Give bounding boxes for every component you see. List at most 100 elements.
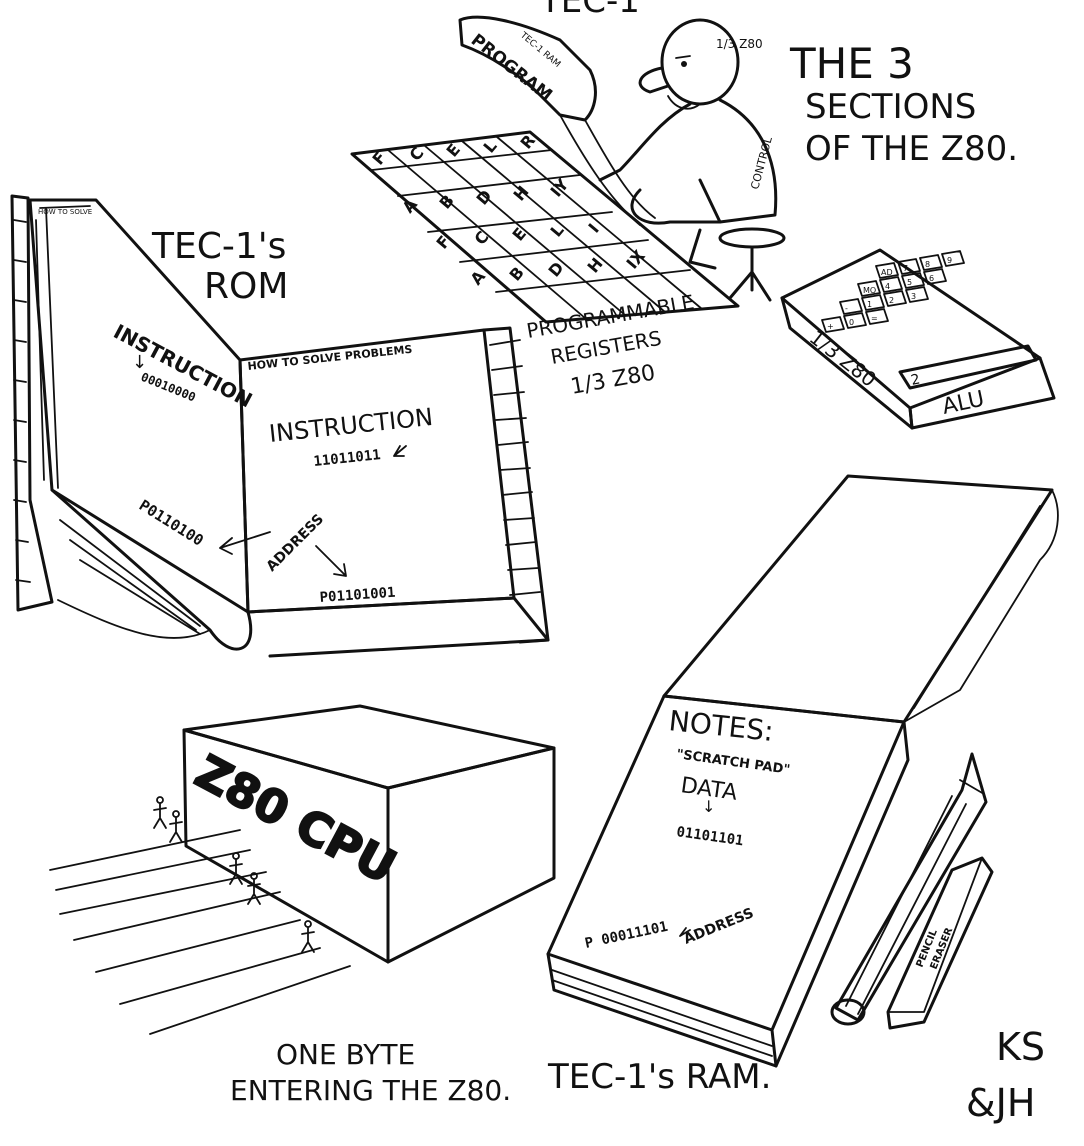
stick-figure <box>301 920 315 953</box>
alu-key <box>821 316 845 333</box>
alu-side-label: 1/3 Z80 <box>805 325 881 392</box>
ram-data-bits: 01101101 <box>675 824 744 849</box>
sections-title-line3: OF THE Z80. <box>805 129 1018 169</box>
cpu-block-label: Z80 CPU <box>187 744 405 894</box>
ram-notebook: NOTES: "SCRATCH PAD" DATA ↓ 01101101 P 0… <box>546 474 1059 1068</box>
stick-figure <box>229 852 243 885</box>
alu-key-label: 0 <box>849 318 854 327</box>
rom-right-bits: 11011011 <box>313 447 382 470</box>
program-scroll <box>458 15 597 122</box>
alu-key <box>843 312 867 329</box>
man-leg <box>688 228 717 270</box>
register-cell: E <box>509 224 531 245</box>
svg-text:↓: ↓ <box>132 352 147 373</box>
rom-right-page <box>238 328 516 614</box>
alu-key-label: 6 <box>929 274 934 283</box>
sections-title: THE 3 SECTIONS OF THE Z80. <box>789 39 1018 169</box>
alu-key <box>923 268 947 285</box>
ram-notes-label: NOTES: <box>667 704 775 748</box>
sections-title-line1: THE 3 <box>789 39 914 88</box>
register-cell: H <box>510 182 533 204</box>
alu-key-label: 7 <box>903 264 908 273</box>
rom-arrow-right <box>315 545 347 577</box>
alu-key-label: 1 <box>867 300 872 309</box>
rom-arrow-left <box>219 531 271 555</box>
rom-title-line1: TEC-1's <box>151 226 286 267</box>
cpu-caption-line1: ONE BYTE <box>276 1038 415 1071</box>
svg-text:↓: ↓ <box>702 797 715 816</box>
signature-line2: &JH <box>966 1081 1035 1125</box>
rom-address-label: ADDRESS <box>264 511 328 575</box>
z80-cpu-block: Z80 CPU ONE BYTE ENTERING THE Z80. <box>49 704 556 1107</box>
alu-key-label: AD <box>881 268 893 277</box>
alu-key-label: 3 <box>911 292 916 301</box>
notebook-flipped-page <box>662 474 1054 724</box>
alu-key <box>879 276 903 293</box>
alu-key <box>901 272 925 289</box>
alu-key <box>919 254 943 271</box>
alu-key-label: 8 <box>925 260 930 269</box>
scroll-sub-label: TEC-1 RAM <box>517 30 562 70</box>
register-cell: C <box>471 227 493 248</box>
ram-scratch-label: "SCRATCH PAD" <box>675 747 790 778</box>
ground-lines <box>49 829 351 1035</box>
rom-right-instruction: INSTRUCTION <box>268 403 435 448</box>
alu-key <box>861 294 885 311</box>
rom-left-address: P0110100 <box>136 496 207 550</box>
stool-legs <box>728 245 772 302</box>
signature-line1: KS <box>996 1025 1045 1069</box>
alu-front-face <box>908 356 1056 430</box>
stick-figure <box>247 872 261 905</box>
sections-title-line2: SECTIONS <box>805 87 976 127</box>
rom-title-line2: ROM <box>204 266 288 307</box>
register-cell: E <box>443 140 465 161</box>
rom-right-address: P01101001 <box>319 585 396 606</box>
alu-key <box>883 290 907 307</box>
alu-display-value: 2 <box>910 371 922 389</box>
registers-caption-line3: 1/3 Z80 <box>569 360 658 399</box>
register-cell: D <box>545 258 568 280</box>
control-figure: PROGRAM TEC-1 RAM 1/3 Z80 CONTROL <box>458 15 786 302</box>
alu-display <box>898 344 1038 390</box>
alu-key <box>875 262 899 279</box>
register-cell: H <box>584 254 607 276</box>
ram-address-label: ADDRESS <box>682 905 757 948</box>
rom-spine-text: HOW TO SOLVE <box>38 208 92 216</box>
stool-seat <box>718 227 786 249</box>
rom-right-header: HOW TO SOLVE PROBLEMS <box>247 343 413 373</box>
alu-key-label: - <box>845 304 848 313</box>
alu-key-label: 5 <box>907 278 912 287</box>
alu-key <box>857 280 881 297</box>
pencil <box>830 752 988 1026</box>
stick-figures <box>153 796 315 953</box>
scroll-label: PROGRAM <box>467 30 556 106</box>
alu-key <box>941 250 965 267</box>
cpu-caption-line2: ENTERING THE Z80. <box>230 1074 511 1107</box>
ram-page-address: P 00011101 <box>584 919 670 952</box>
alu-key <box>897 258 921 275</box>
register-cell: L <box>547 221 568 241</box>
pencil-eraser: PENCIL ERASER <box>886 856 994 1030</box>
man-head <box>660 18 740 106</box>
register-cell: F <box>433 232 455 253</box>
cpu-side-face <box>386 746 556 964</box>
register-cell: IX <box>623 246 650 273</box>
alu-key-label: MO <box>863 286 876 295</box>
alu-key-label: + <box>827 322 834 331</box>
ram-caption: TEC-1's RAM. <box>547 1057 771 1097</box>
alu-key <box>839 298 863 315</box>
man-nose <box>638 66 670 94</box>
stick-figure <box>153 796 167 829</box>
register-cell: I <box>585 220 603 237</box>
hat-label: 1/3 Z80 <box>716 37 763 51</box>
signature: KS &JH <box>966 1025 1045 1125</box>
register-cell: L <box>480 137 501 157</box>
alu-key-label: = <box>871 314 878 323</box>
alu-key-label: 4 <box>885 282 890 291</box>
alu-key-label: 9 <box>947 256 952 265</box>
